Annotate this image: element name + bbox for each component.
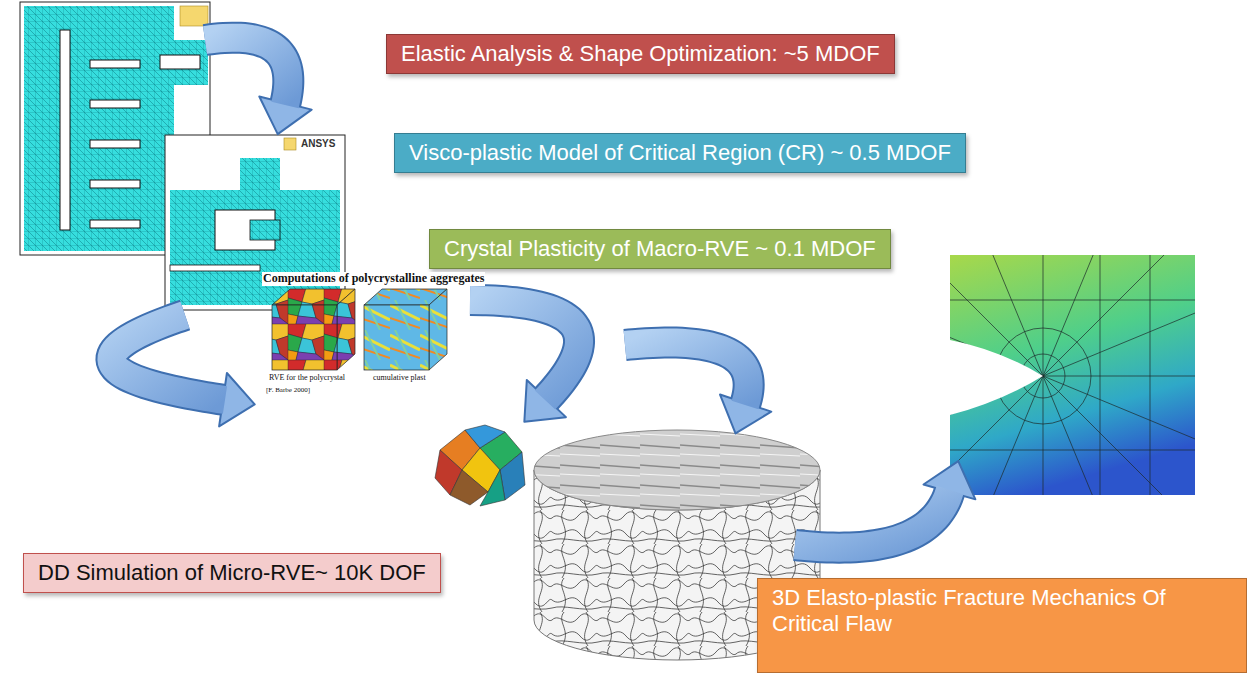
polycrystal-rve bbox=[272, 289, 447, 370]
illustration-rect bbox=[160, 55, 200, 69]
illustration-rect bbox=[364, 305, 429, 370]
illustration-g bbox=[205, 38, 312, 134]
stage-box: Visco-plastic Model of Critical Region (… bbox=[394, 133, 966, 173]
illustration-ellipse bbox=[534, 430, 820, 510]
illustration-path bbox=[1043, 376, 1195, 377]
illustration-rect bbox=[240, 158, 280, 198]
illustration-rect bbox=[180, 6, 208, 26]
stage-label: Visco-plastic Model of Critical Region (… bbox=[409, 140, 951, 166]
flow-arrows bbox=[111, 38, 975, 548]
illustration-g bbox=[795, 461, 975, 547]
figure-heading: Computations of polycrystalline aggregat… bbox=[262, 272, 485, 286]
grain-cluster bbox=[435, 425, 525, 506]
illustration-rect bbox=[950, 255, 1195, 495]
illustration-rect bbox=[250, 220, 280, 240]
stage-box: Elastic Analysis & Shape Optimization: ~… bbox=[386, 34, 895, 74]
illustration-path bbox=[205, 38, 288, 105]
illustration-g bbox=[470, 300, 579, 422]
illustration-rect bbox=[90, 140, 140, 148]
illustration-path bbox=[625, 343, 749, 405]
illustration-path bbox=[111, 315, 225, 400]
illustration-polygon bbox=[429, 289, 447, 370]
stage-label: Crystal Plasticity of Macro-RVE ~ 0.1 MD… bbox=[444, 236, 876, 262]
illustration-rect bbox=[90, 180, 140, 188]
illustration-path bbox=[1043, 376, 1044, 495]
stage-label: Elastic Analysis & Shape Optimization: ~… bbox=[401, 41, 880, 67]
illustration-path bbox=[1043, 299, 1195, 376]
illustration-polygon bbox=[465, 425, 505, 448]
stage-box: 3D Elasto-plastic Fracture Mechanics Of … bbox=[757, 578, 1247, 673]
illustration-path bbox=[795, 490, 950, 548]
illustration-rect bbox=[272, 305, 337, 370]
illustration-path bbox=[1043, 376, 1184, 495]
illustration-path bbox=[795, 490, 950, 548]
stage-box: DD Simulation of Micro-RVE~ 10K DOF bbox=[23, 553, 441, 593]
figure-caption: cumulative plast bbox=[372, 373, 427, 382]
illustration-path bbox=[1043, 255, 1120, 376]
illustration-rect bbox=[284, 138, 296, 150]
illustration-path bbox=[950, 255, 1195, 495]
illustration-path bbox=[205, 38, 288, 105]
illustration-path bbox=[1043, 376, 1120, 495]
illustration-g bbox=[111, 315, 254, 426]
illustration-path bbox=[950, 340, 1043, 415]
illustration-path bbox=[625, 343, 749, 405]
illustration-rect bbox=[170, 265, 260, 271]
illustration-rect bbox=[60, 30, 70, 230]
illustration-g bbox=[625, 343, 771, 434]
illustration-rect bbox=[90, 220, 140, 228]
stage-label: 3D Elasto-plastic Fracture Mechanics Of … bbox=[772, 585, 1232, 638]
figure-caption: RVE for the polycrystal bbox=[268, 373, 346, 382]
illustration-rect bbox=[90, 100, 140, 108]
citation: [F. Barbe 2000] bbox=[265, 386, 311, 394]
crack-tip-mesh bbox=[950, 255, 1195, 495]
illustration-polygon bbox=[480, 470, 505, 506]
illustration-path bbox=[1043, 376, 1195, 453]
illustration-rect bbox=[90, 60, 140, 68]
stage-box: Crystal Plasticity of Macro-RVE ~ 0.1 MD… bbox=[429, 229, 891, 269]
software-logo: ANSYS bbox=[300, 138, 336, 150]
illustration-rect bbox=[150, 40, 208, 85]
illustration-path bbox=[1043, 255, 1184, 376]
illustration-path bbox=[111, 315, 225, 400]
illustration-path bbox=[1043, 255, 1044, 376]
illustration-path bbox=[470, 300, 579, 400]
illustration-rect bbox=[170, 190, 340, 305]
illustration-polygon bbox=[337, 289, 355, 370]
stage-label: DD Simulation of Micro-RVE~ 10K DOF bbox=[38, 560, 426, 586]
illustration-path bbox=[470, 300, 579, 400]
illustration-g bbox=[950, 255, 1195, 495]
illustration-polygon bbox=[450, 470, 488, 505]
